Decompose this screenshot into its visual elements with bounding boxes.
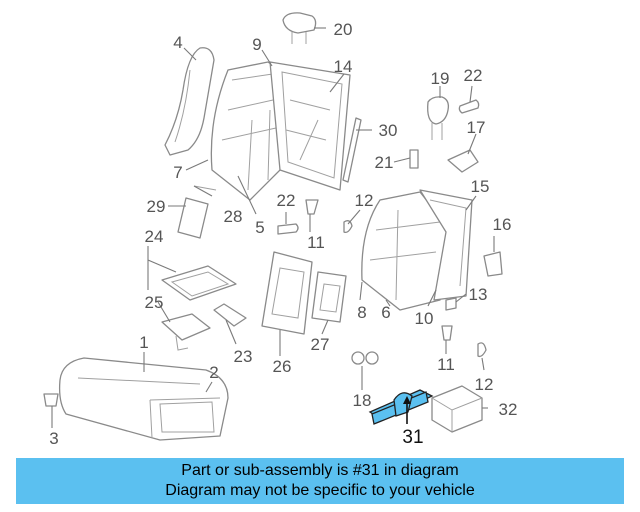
part-29-pad (177, 197, 209, 239)
callout-4: 4 (173, 33, 182, 52)
part-22-guide (458, 99, 480, 114)
callout-27: 27 (311, 335, 330, 354)
callout-3: 3 (49, 429, 58, 448)
callout-29: 29 (147, 197, 166, 216)
part-1-seat-cushion (58, 357, 229, 441)
callout-21: 21 (375, 153, 394, 172)
part-11-bolt (441, 325, 453, 341)
callout-17: 17 (467, 118, 486, 137)
callout-31[interactable]: 31 (402, 427, 423, 448)
callout-8: 8 (357, 303, 366, 322)
callout-12b: 12 (475, 375, 494, 394)
callout-16: 16 (493, 215, 512, 234)
part-4-side-bolster (164, 47, 215, 156)
callout-32: 32 (499, 400, 518, 419)
part-11-clip (305, 199, 319, 215)
callout-9: 9 (252, 35, 261, 54)
part-21-bolt (409, 149, 419, 169)
part-13-clip (445, 297, 457, 311)
callout-22: 22 (464, 66, 483, 85)
callout-2: 2 (209, 363, 218, 382)
callout-19: 19 (431, 69, 450, 88)
callout-28: 28 (224, 207, 243, 226)
part-25-bracket (161, 313, 211, 341)
info-banner: Part or sub-assembly is #31 in diagram D… (16, 458, 624, 504)
part-18-washer (365, 351, 379, 365)
part-16-bracket (483, 251, 503, 277)
callout-1: 1 (139, 333, 148, 352)
leader-lines (51, 27, 495, 428)
part-17-bracket (447, 149, 479, 173)
part-19-headrest (427, 96, 450, 125)
banner-line-part: Part or sub-assembly is #31 in diagram (181, 462, 459, 479)
part-22-pin (277, 223, 299, 235)
part-32-module (431, 385, 483, 433)
part-27-frame (311, 271, 347, 323)
part-24-armrest (161, 265, 237, 301)
callout-13: 13 (469, 285, 488, 304)
part-14-seatback-frame (269, 61, 351, 191)
callout-30: 30 (379, 121, 398, 140)
part-26-frame (261, 251, 313, 335)
callout-20: 20 (334, 20, 353, 39)
callout-18: 18 (353, 391, 372, 410)
callout-24: 24 (145, 227, 164, 246)
part-31-highlighted[interactable] (368, 389, 434, 425)
callout-11b: 11 (437, 355, 455, 374)
callout-5: 5 (255, 218, 264, 237)
part-3-clip (43, 393, 59, 407)
callout-14: 14 (334, 57, 353, 76)
callout-23: 23 (234, 347, 253, 366)
banner-line-disclaimer: Diagram may not be specific to your vehi… (165, 482, 475, 499)
callout-26: 26 (273, 357, 292, 376)
part-15-right-frame (419, 189, 473, 301)
part-18-washer (351, 351, 365, 365)
callout-10: 10 (415, 309, 434, 328)
part-12-clip (477, 342, 487, 358)
part-23-panel (213, 303, 247, 327)
part-30-rod (342, 117, 362, 183)
callout-7: 7 (173, 163, 182, 182)
callout-6: 6 (381, 303, 390, 322)
part-20-headrest (282, 12, 317, 44)
parts-diagram: 20 4 9 14 19 22 30 17 21 7 28 5 29 22 11… (43, 12, 518, 448)
callout-11: 11 (307, 233, 325, 252)
callout-22b: 22 (277, 191, 296, 210)
callout-12: 12 (355, 191, 374, 210)
callout-25: 25 (145, 293, 164, 312)
callout-15: 15 (471, 177, 490, 196)
part-12-clip (343, 220, 353, 234)
